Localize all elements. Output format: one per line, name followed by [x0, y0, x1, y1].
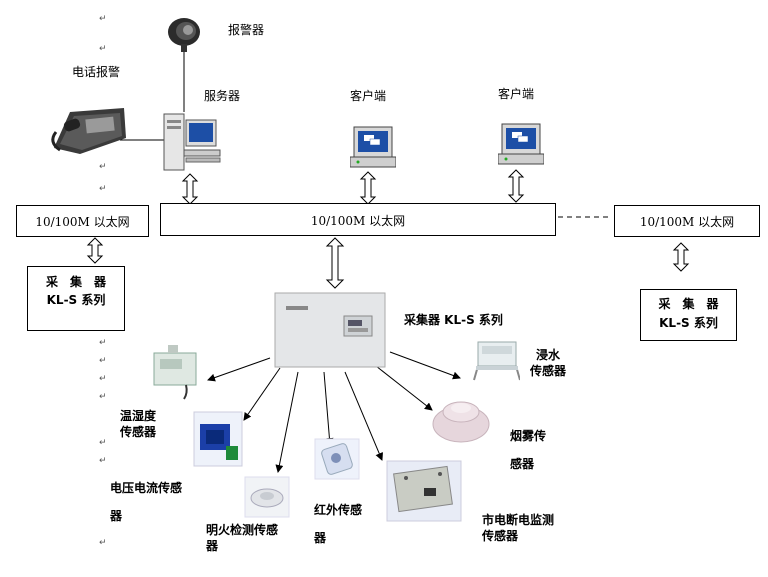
water-sensor-label-2: 传感器 [530, 364, 567, 378]
infrared-label-1: 红外传感 [314, 503, 363, 517]
main-collector-label: 采集器 KL-S 系列 [404, 313, 503, 327]
mains-label-1: 市电断电监测 [482, 513, 555, 527]
server-computer-icon [163, 113, 221, 171]
network-left: 10/100M 以太网 [16, 205, 149, 237]
arrow-network-main-collector [325, 237, 345, 289]
client2-label: 客户端 [498, 87, 535, 101]
water-sensor-label-1: 浸水 [536, 348, 561, 362]
network-right: 10/100M 以太网 [614, 205, 760, 237]
temp-humidity-label-1: 温湿度 [120, 409, 157, 423]
network-center: 10/100M 以太网 [160, 203, 556, 236]
mains-power-sensor [386, 460, 462, 522]
phone-alarm-label: 电话报警 [72, 65, 121, 79]
arrow-to-water [389, 351, 461, 380]
alarm-label: 报警器 [228, 23, 265, 37]
voltage-current-label-1: 电压电流传感 [110, 481, 183, 495]
fire-label-2: 器 [206, 539, 219, 553]
arrow-to-smoke [375, 365, 433, 411]
client1-computer-icon [350, 126, 396, 168]
client2-computer-icon [498, 123, 544, 165]
arrow-to-fire [275, 371, 299, 473]
arrow-to-temp-humidity [207, 357, 271, 382]
main-collector-device [274, 292, 386, 368]
voltage-current-sensor [193, 411, 243, 467]
arrow-to-infrared [323, 371, 334, 446]
fire-label-1: 明火检测传感 [206, 523, 279, 537]
arrow-to-mains [344, 371, 383, 461]
collector-right: 采 集 器 KL-S 系列 [640, 289, 737, 341]
arrow-left-network-collector [86, 237, 104, 264]
temp-humidity-sensor [153, 345, 197, 400]
temp-humidity-label-2: 传感器 [120, 425, 157, 439]
collector-left: 采 集 器 KL-S 系列 [27, 266, 125, 331]
arrow-to-voltage-current [243, 367, 281, 421]
voltage-current-label-2: 器 [110, 509, 123, 523]
infrared-label-2: 器 [314, 531, 327, 545]
smoke-sensor [432, 401, 490, 443]
client1-label: 客户端 [350, 89, 387, 103]
infrared-sensor [314, 438, 360, 480]
mains-label-2: 传感器 [482, 529, 519, 543]
fire-detection-sensor [244, 476, 290, 518]
smoke-label-2: 感器 [510, 457, 535, 471]
alarm-siren-icon [168, 18, 200, 52]
arrow-right-network-collector [672, 242, 690, 272]
water-immersion-sensor [473, 341, 520, 381]
arrow-client2-network [507, 169, 525, 203]
telephone-icon [51, 108, 126, 154]
server-label: 服务器 [204, 89, 241, 103]
smoke-label-1: 烟雾传 [510, 429, 547, 443]
